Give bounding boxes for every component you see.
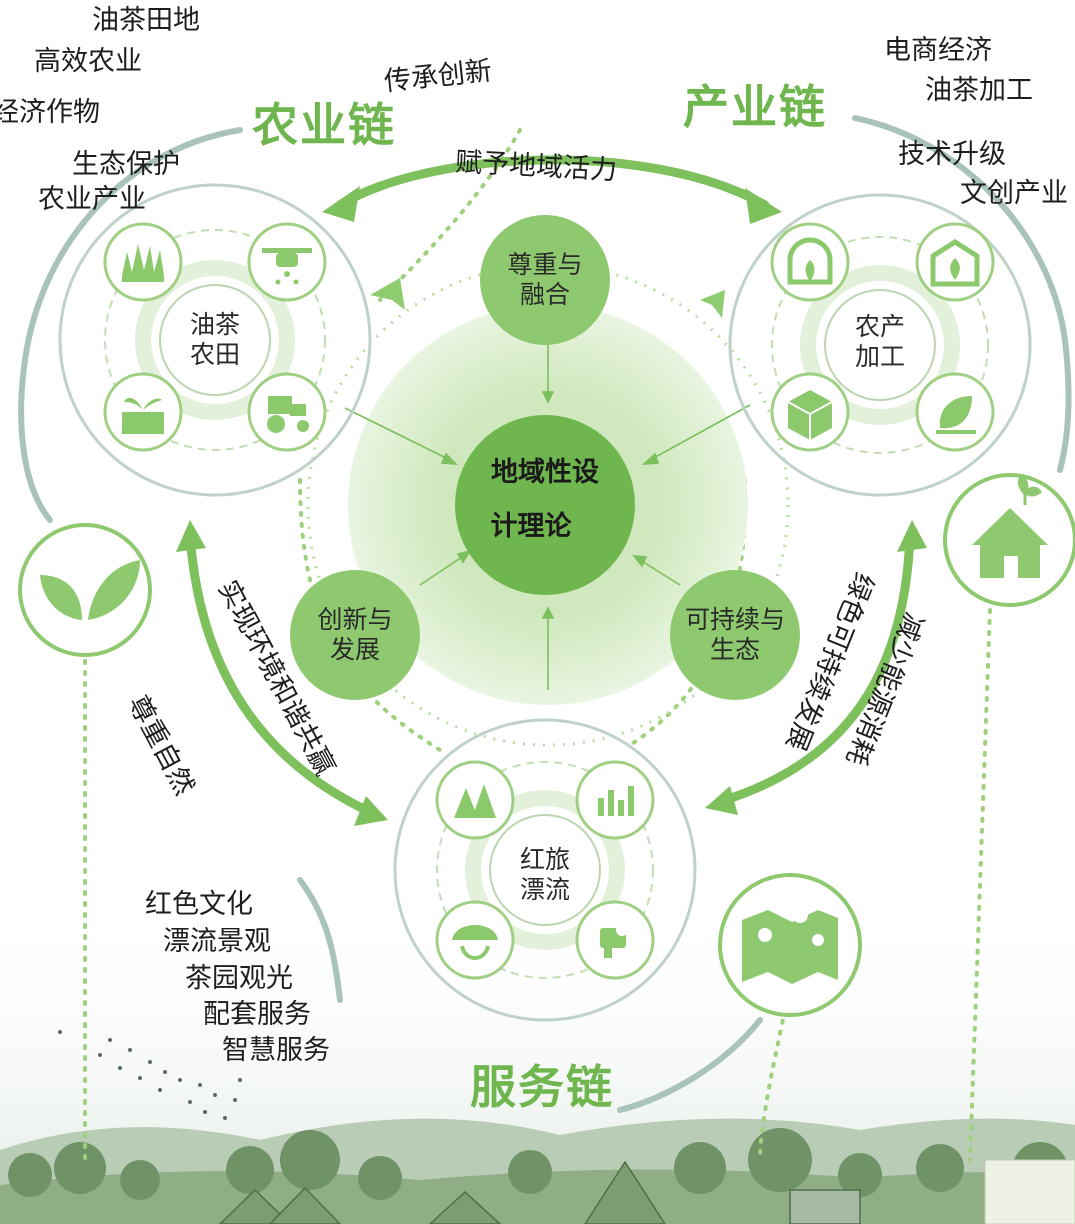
agri-item-5: 农业产业: [38, 184, 146, 215]
farmer-hat-icon: [435, 900, 515, 980]
principle-innovation: 创新与 发展: [290, 605, 420, 665]
principle-respect-line1: 尊重与: [507, 250, 583, 279]
center-label-line1: 地域性设: [491, 457, 599, 488]
service-item-1: 红色文化: [145, 889, 253, 920]
industry-item-1: 电商经济: [884, 35, 992, 66]
service-item-2: 漂流景观: [163, 926, 271, 957]
hub-industry-line2: 加工: [854, 342, 905, 371]
industry-item-4: 文创产业: [960, 178, 1068, 209]
leaves-icon: [18, 523, 152, 657]
eco-house-icon: [943, 473, 1075, 607]
principle-sustainable-line1: 可持续与: [684, 605, 785, 634]
forest-icon: [435, 760, 515, 840]
industry-item-3: 技术升级: [898, 139, 1006, 170]
hub-industry-line1: 农产: [854, 312, 905, 341]
hub-rings: [58, 183, 1032, 1022]
grass-icon: [103, 222, 183, 302]
service-item-3: 茶园观光: [185, 963, 293, 994]
principle-respect: 尊重与 融合: [480, 250, 610, 310]
outer-loop: [18, 115, 1072, 1113]
leaf-hand-icon: [915, 372, 995, 452]
chain-title-service: 服务链: [470, 1060, 614, 1114]
drone-icon: [247, 222, 327, 302]
inner-arrows: [344, 340, 751, 690]
industry-item-2: 油茶加工: [925, 75, 1033, 106]
hub-agriculture: 油茶 农田: [165, 310, 265, 370]
chain-arrowheads: [176, 186, 927, 826]
hub-agriculture-line2: 农田: [189, 340, 240, 369]
principle-sustainable-line2: 生态: [709, 635, 760, 664]
chain-title-industry: 产业链: [683, 80, 827, 134]
center-node: [455, 415, 635, 595]
agri-item-2: 高效农业: [34, 46, 142, 77]
hub-service-line1: 红旅: [519, 845, 570, 874]
hub-service: 红旅 漂流: [495, 845, 595, 905]
agri-item-3: 经济作物: [0, 97, 100, 128]
principle-innovation-line2: 发展: [329, 635, 380, 664]
chain-arrows: [185, 155, 915, 817]
agri-item-4: 生态保护: [72, 149, 180, 180]
bar-chart-icon: [575, 760, 655, 840]
service-item-4: 配套服务: [203, 999, 311, 1030]
hub-service-line2: 漂流: [519, 875, 570, 904]
map-pins-icon: [718, 873, 862, 1017]
hub-cores: [159, 284, 936, 926]
hub-agriculture-line1: 油茶: [189, 310, 240, 339]
greenhouse-arch-icon: [770, 222, 850, 302]
landscape-background: [0, 900, 1075, 1224]
hub-industry: 农产 加工: [830, 312, 930, 372]
agri-item-1: 油茶田地: [92, 5, 200, 36]
service-item-5: 智慧服务: [222, 1035, 330, 1066]
tractor-icon: [247, 372, 327, 452]
package-icon: [770, 372, 850, 452]
seedling-box-icon: [103, 372, 183, 452]
principle-sustainable: 可持续与 生态: [670, 605, 800, 665]
principle-nodes: [290, 215, 800, 700]
camera-robot-icon: [575, 900, 655, 980]
center-label-line2: 计理论: [490, 511, 572, 542]
center-label: 地域性设 计理论: [465, 458, 625, 542]
chain-title-agriculture: 农业链: [252, 98, 396, 152]
principle-innovation-line1: 创新与: [317, 605, 393, 634]
principle-respect-line2: 融合: [519, 280, 570, 309]
small-arrowheads: [370, 278, 725, 318]
barn-icon: [915, 222, 995, 302]
